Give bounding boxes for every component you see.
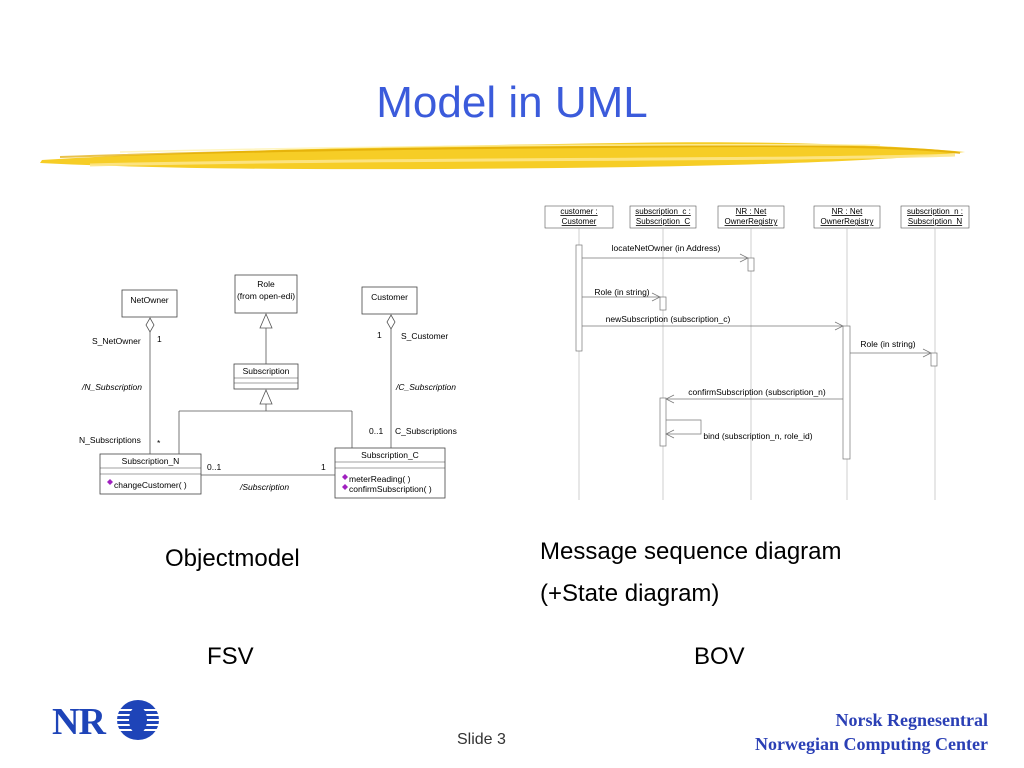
slide-title: Model in UML — [376, 78, 648, 127]
svg-text:OwnerRegistry: OwnerRegistry — [821, 217, 874, 226]
svg-text:customer :: customer : — [560, 207, 597, 216]
operation-change-customer: changeCustomer( ) — [114, 480, 187, 490]
class-netowner-name: NetOwner — [130, 295, 168, 305]
message-confirm-subscription: confirmSubscription (subscription_n) — [688, 387, 826, 397]
svg-text:NR : Net: NR : Net — [736, 207, 767, 216]
class-role: Role (from open-edi) — [234, 274, 298, 314]
label-n-subscription-derived: /N_Subscription — [81, 382, 142, 392]
class-role-name: Role — [257, 279, 275, 289]
seq-object-subscription-n: subscription_n : Subscription_N — [900, 205, 970, 229]
activations — [575, 244, 938, 460]
message-new-subscription: newSubscription (subscription_c) — [606, 314, 731, 324]
org-name-english: Norwegian Computing Center — [755, 734, 988, 754]
label-n-subscriptions: N_Subscriptions — [79, 435, 141, 445]
svg-text:subscription_n :: subscription_n : — [907, 207, 963, 216]
class-role-origin: (from open-edi) — [237, 291, 295, 301]
svg-text:Customer: Customer — [562, 217, 597, 226]
messages — [582, 253, 932, 439]
label-mult-customer: 1 — [377, 330, 382, 340]
label-s-customer: S_Customer — [401, 331, 448, 341]
logo-globe-icon — [117, 700, 159, 740]
class-subscription: Subscription — [233, 363, 299, 390]
class-subscription-c: Subscription_C meterReading( ) confirmSu… — [334, 447, 446, 499]
seq-object-nr-registry-2: NR : Net OwnerRegistry — [813, 205, 881, 229]
class-netowner: NetOwner — [121, 289, 178, 318]
label-c-subscription-derived: /C_Subscription — [395, 382, 456, 392]
class-subscription-n: Subscription_N changeCustomer( ) — [99, 453, 202, 495]
operation-meter-reading: meterReading( ) — [349, 474, 411, 484]
class-subscription-name: Subscription — [243, 366, 290, 376]
class-subscription-c-name: Subscription_C — [361, 450, 419, 460]
message-role-1: Role (in string) — [594, 287, 649, 297]
svg-text:OwnerRegistry: OwnerRegistry — [725, 217, 778, 226]
caption-objectmodel: Objectmodel — [165, 545, 300, 572]
slide-number: Slide 3 — [457, 731, 506, 748]
seq-object-subscription-c: subscription_c : Subscription_C — [629, 205, 697, 229]
seq-object-customer: customer : Customer — [544, 205, 614, 229]
operation-icon — [107, 479, 113, 485]
caption-msc: Message sequence diagram — [540, 538, 842, 565]
operation-icon — [342, 474, 348, 480]
message-role-2: Role (in string) — [860, 339, 915, 349]
lifelines — [578, 228, 936, 500]
operation-icon — [342, 484, 348, 490]
svg-text:Subscription_C: Subscription_C — [636, 217, 690, 226]
svg-text:Subscription_N: Subscription_N — [908, 217, 962, 226]
label-mult-c-01: 0..1 — [369, 426, 383, 436]
caption-fsv: FSV — [207, 643, 254, 670]
seq-object-nr-registry-1: NR : Net OwnerRegistry — [717, 205, 785, 229]
svg-text:NR : Net: NR : Net — [832, 207, 863, 216]
message-locate-net-owner: locateNetOwner (in Address) — [612, 243, 721, 253]
label-mult-n-star: * — [157, 438, 161, 448]
logo-text: NR — [52, 701, 106, 743]
label-s-netowner: S_NetOwner — [92, 336, 141, 346]
label-mult-assoc-left: 0..1 — [207, 462, 221, 472]
label-c-subscriptions: C_Subscriptions — [395, 426, 457, 436]
org-name-norwegian: Norsk Regnesentral — [835, 710, 988, 730]
relationships — [145, 312, 396, 476]
class-customer: Customer — [361, 286, 418, 315]
caption-state: (+State diagram) — [540, 580, 720, 607]
message-bind: bind (subscription_n, role_id) — [703, 431, 812, 441]
caption-bov: BOV — [694, 643, 745, 670]
label-mult-netowner: 1 — [157, 334, 162, 344]
class-customer-name: Customer — [371, 292, 408, 302]
label-mult-assoc-right: 1 — [321, 462, 326, 472]
operation-confirm-subscription: confirmSubscription( ) — [349, 484, 432, 494]
label-subscription-derived: /Subscription — [239, 482, 289, 492]
class-subscription-n-name: Subscription_N — [122, 456, 180, 466]
svg-text:subscription_c :: subscription_c : — [635, 207, 691, 216]
